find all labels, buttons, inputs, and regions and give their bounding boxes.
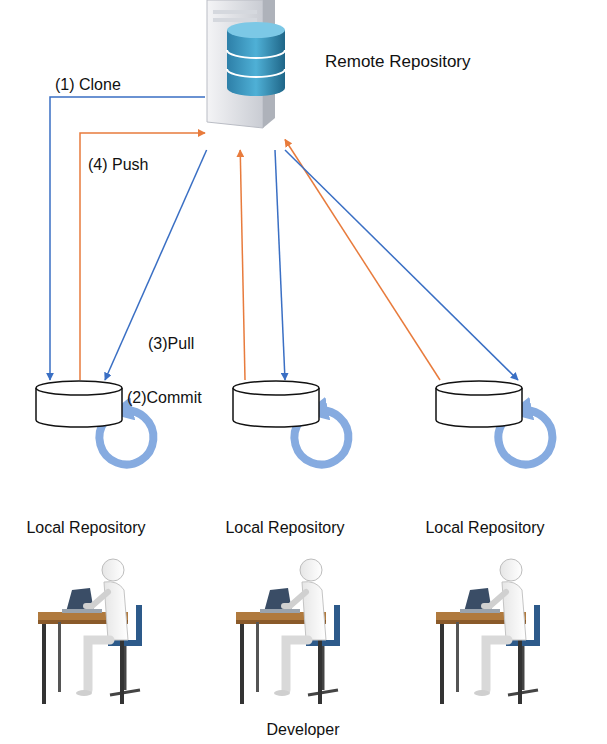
- push-arrow: [240, 150, 245, 380]
- node-label: Local Repository: [26, 518, 145, 537]
- local-repository: Local Repository: [435, 380, 523, 428]
- fetch-arrow: [105, 150, 207, 380]
- repository-cylinder: [35, 380, 123, 428]
- fetch-arrow: [285, 150, 518, 380]
- node-label: Local Repository: [425, 518, 544, 537]
- developer-figure: [436, 559, 540, 704]
- node-label: Remote Repository: [325, 52, 471, 72]
- local-repository: Local Repository: [35, 380, 123, 428]
- step-label: (2)Commit: [127, 388, 202, 407]
- edge-label: (3)Pull: [148, 334, 194, 353]
- fetch-arrow: [275, 150, 285, 380]
- developer-figure: [38, 559, 142, 704]
- node-label: Local Repository: [225, 518, 344, 537]
- remote-repository: Remote Repository: [205, 0, 285, 150]
- fetch-arrow: [50, 97, 205, 380]
- repository-cylinder: [435, 380, 523, 428]
- server-icon: [205, 0, 285, 150]
- edge-label: (1) Clone: [55, 75, 121, 94]
- local-repository: Local Repository: [232, 380, 320, 428]
- push-arrow: [80, 133, 205, 380]
- push-arrow: [285, 140, 440, 381]
- edge-label: (4) Push: [88, 155, 148, 174]
- repository-cylinder: [232, 380, 320, 428]
- developer-figure: [236, 559, 340, 704]
- caption-label: Developer: [267, 720, 340, 739]
